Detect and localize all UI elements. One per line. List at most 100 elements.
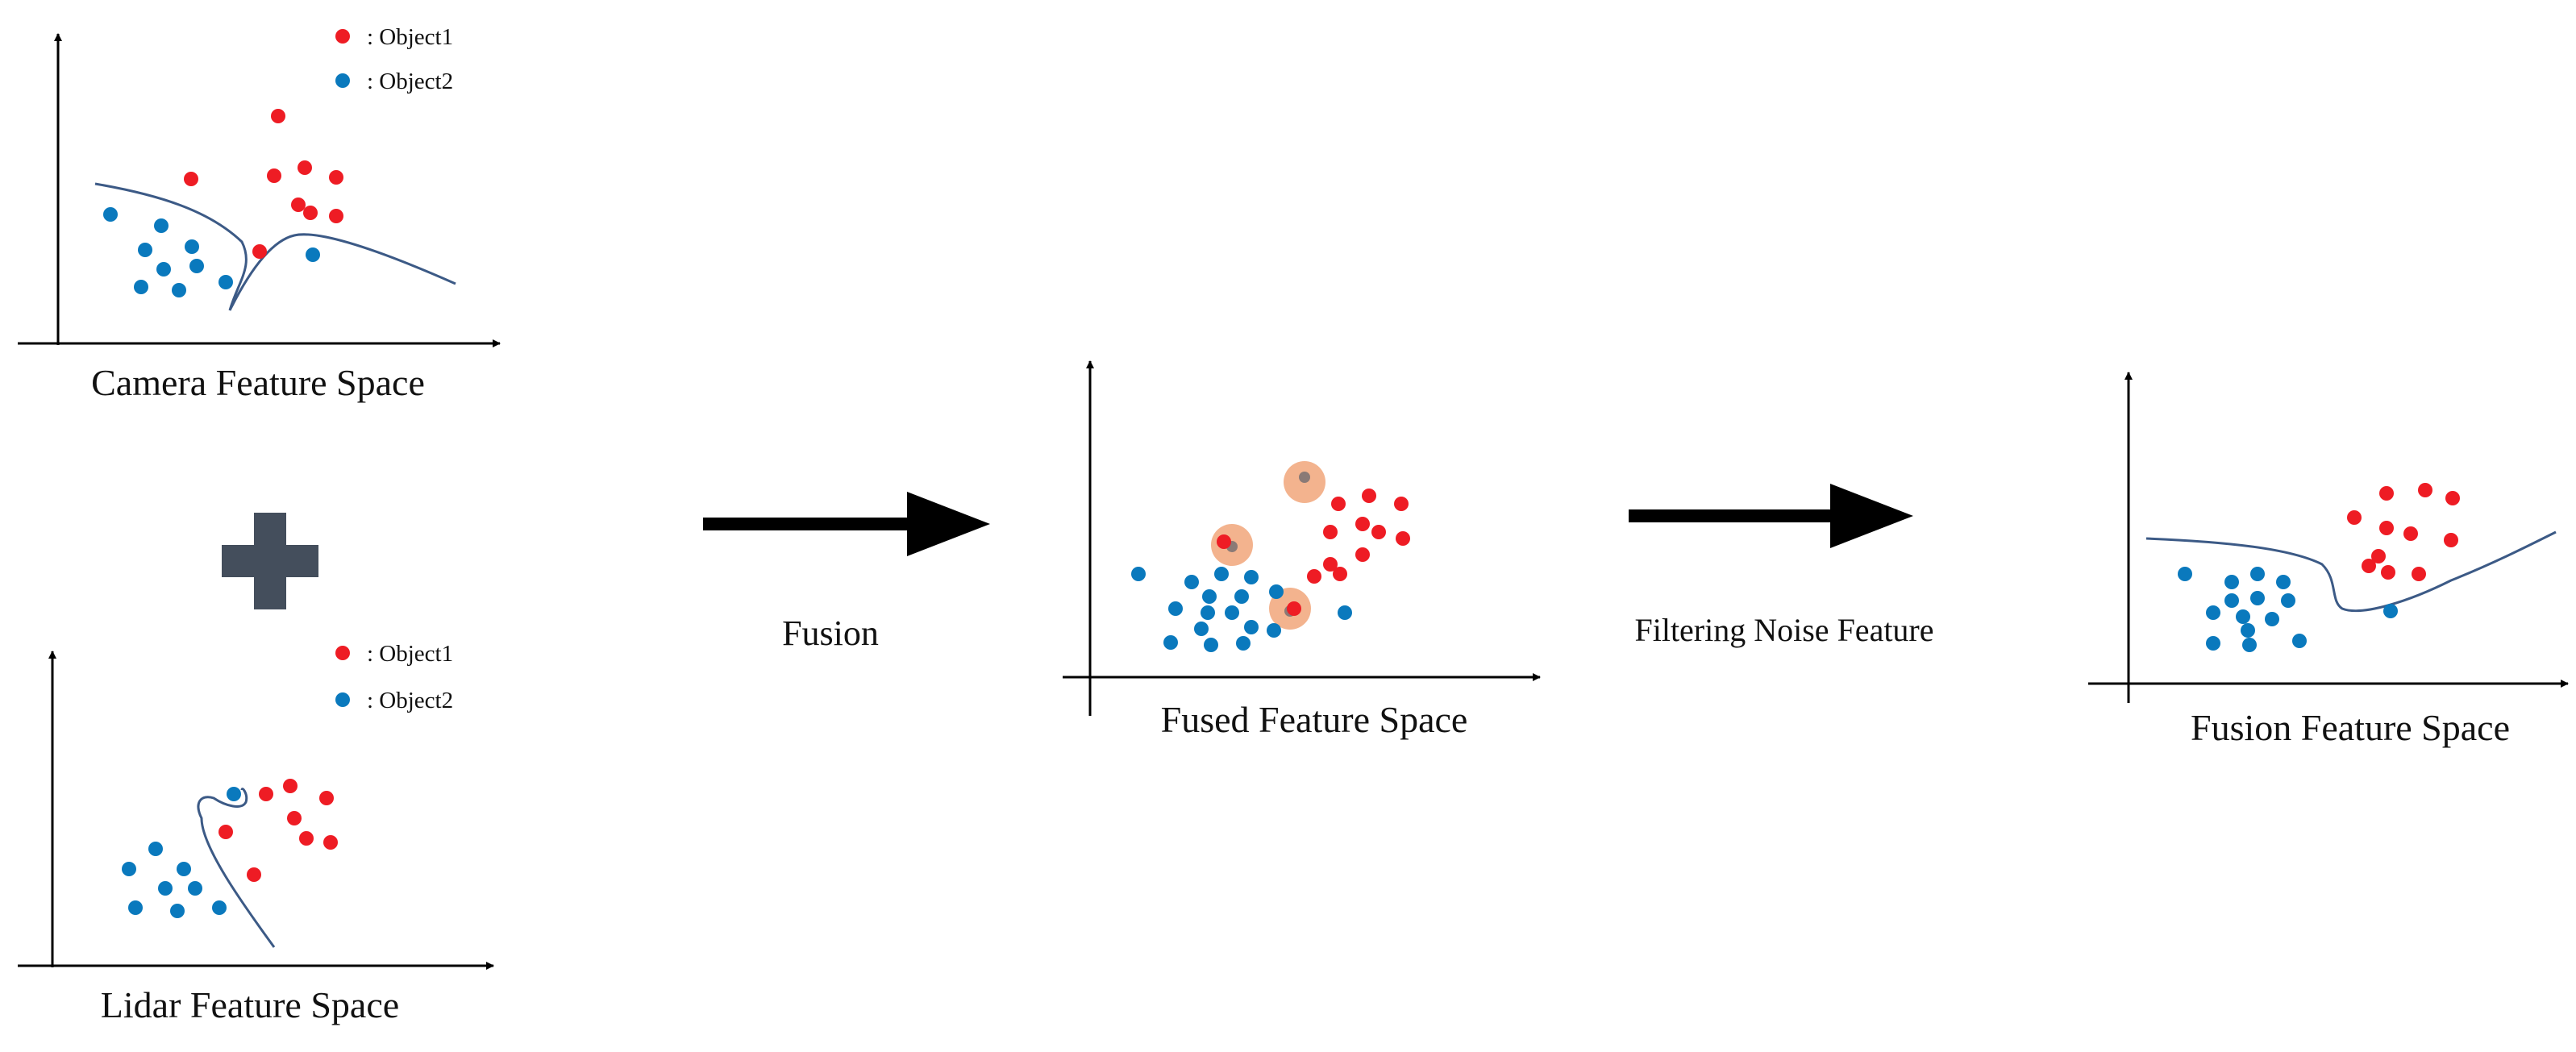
object1-point: [1287, 601, 1301, 616]
lidar-feature-space-panel: : Object1 : Object2 Lidar Feature Space: [18, 641, 494, 1025]
object2-point: [1214, 567, 1229, 581]
filtering-arrow: [1629, 484, 1913, 548]
object2-point: [2276, 575, 2291, 589]
object1-point: [1371, 525, 1386, 539]
object2-point: [2242, 638, 2257, 652]
lidar-decision-boundary: [197, 788, 276, 948]
object2-point: [2292, 634, 2307, 648]
noise-point: [1299, 472, 1310, 483]
camera-feature-space-panel: : Object1 : Object2 Camera Feature Space: [18, 24, 501, 403]
object1-point: [2403, 526, 2418, 541]
object1-point: [1217, 534, 1231, 549]
object2-point: [134, 280, 148, 294]
object1-point: [1362, 489, 1376, 503]
object1-point: [291, 198, 306, 212]
legend-object2-label: : Object2: [367, 688, 453, 713]
object1-point: [1323, 525, 1338, 539]
object2-point: [2281, 593, 2295, 608]
object1-point: [319, 791, 334, 805]
object1-point: [1394, 497, 1409, 511]
object1-point: [2444, 533, 2458, 547]
object1-point: [303, 206, 318, 220]
object2-point: [2206, 636, 2220, 651]
legend-object1-marker: [335, 646, 350, 660]
object2-point: [156, 262, 171, 277]
object1-point: [2381, 565, 2395, 580]
object2-point: [2241, 623, 2255, 638]
object2-point: [1338, 605, 1352, 620]
object2-point: [2178, 567, 2192, 581]
object1-point: [2379, 521, 2394, 535]
object1-point: [2362, 559, 2376, 573]
object1-point: [298, 160, 312, 175]
object2-point: [2250, 567, 2265, 581]
object2-point: [2224, 575, 2239, 589]
object1-point: [259, 787, 273, 801]
object2-point: [188, 881, 202, 896]
legend-object1-label: : Object1: [367, 24, 453, 50]
object2-point: [103, 207, 118, 222]
object2-point: [1194, 622, 1209, 636]
object2-point: [189, 259, 204, 273]
fused-caption: Fused Feature Space: [1161, 699, 1468, 740]
fusion-feature-space-panel: Fusion Feature Space: [2088, 372, 2569, 748]
object2-point: [172, 283, 186, 297]
object1-point: [1396, 531, 1410, 546]
camera-decision-boundary: [94, 182, 456, 311]
object2-point: [1244, 620, 1259, 634]
object2-point: [1267, 623, 1281, 638]
camera-caption: Camera Feature Space: [91, 362, 425, 403]
object1-point: [2371, 549, 2386, 563]
lidar-caption: Lidar Feature Space: [101, 984, 399, 1025]
fused-feature-space-panel: Fused Feature Space: [1063, 360, 1541, 740]
lidar-legend: : Object1 : Object2: [335, 641, 453, 713]
object2-point: [1236, 636, 1251, 651]
fusion-label: Fusion: [782, 613, 879, 653]
object1-point: [252, 244, 267, 259]
object1-point: [2418, 483, 2432, 497]
object2-point: [122, 862, 136, 876]
legend-object1-label: : Object1: [367, 641, 453, 667]
object2-point: [1234, 589, 1249, 604]
legend-object2-marker: [335, 692, 350, 707]
fused-points: [1131, 472, 1410, 652]
object1-point: [287, 811, 302, 825]
object2-point: [1244, 570, 1259, 584]
object1-point: [329, 209, 343, 223]
object1-point: [2379, 486, 2394, 501]
object1-point: [2347, 510, 2362, 525]
object1-point: [247, 867, 261, 882]
object1-point: [283, 779, 298, 793]
object2-point: [185, 239, 199, 254]
object2-point: [1168, 601, 1183, 616]
filtering-label: Filtering Noise Feature: [1634, 612, 1933, 648]
object2-point: [170, 904, 185, 918]
object2-point: [1202, 589, 1217, 604]
object2-point: [1225, 605, 1239, 620]
object2-point: [177, 862, 191, 876]
object1-point: [271, 109, 285, 123]
object2-point: [2224, 593, 2239, 608]
fusion-points: [2178, 483, 2460, 652]
object2-point: [154, 218, 169, 233]
object2-point: [2265, 612, 2279, 626]
object1-point: [1307, 569, 1321, 584]
object1-point: [329, 170, 343, 185]
object2-point: [1204, 638, 1218, 652]
object1-point: [184, 172, 198, 186]
object1-point: [1331, 497, 1346, 511]
legend-object2-marker: [335, 73, 350, 88]
object2-point: [1163, 635, 1178, 650]
object1-point: [1323, 557, 1338, 572]
object1-point: [299, 831, 314, 846]
fusion-decision-boundary: [2145, 530, 2557, 613]
object2-point: [2383, 604, 2398, 618]
camera-points: [103, 109, 343, 297]
object1-point: [218, 825, 233, 839]
object1-point: [1355, 547, 1370, 562]
object2-point: [2236, 609, 2250, 624]
object2-point: [148, 842, 163, 856]
lidar-points: [122, 779, 338, 918]
